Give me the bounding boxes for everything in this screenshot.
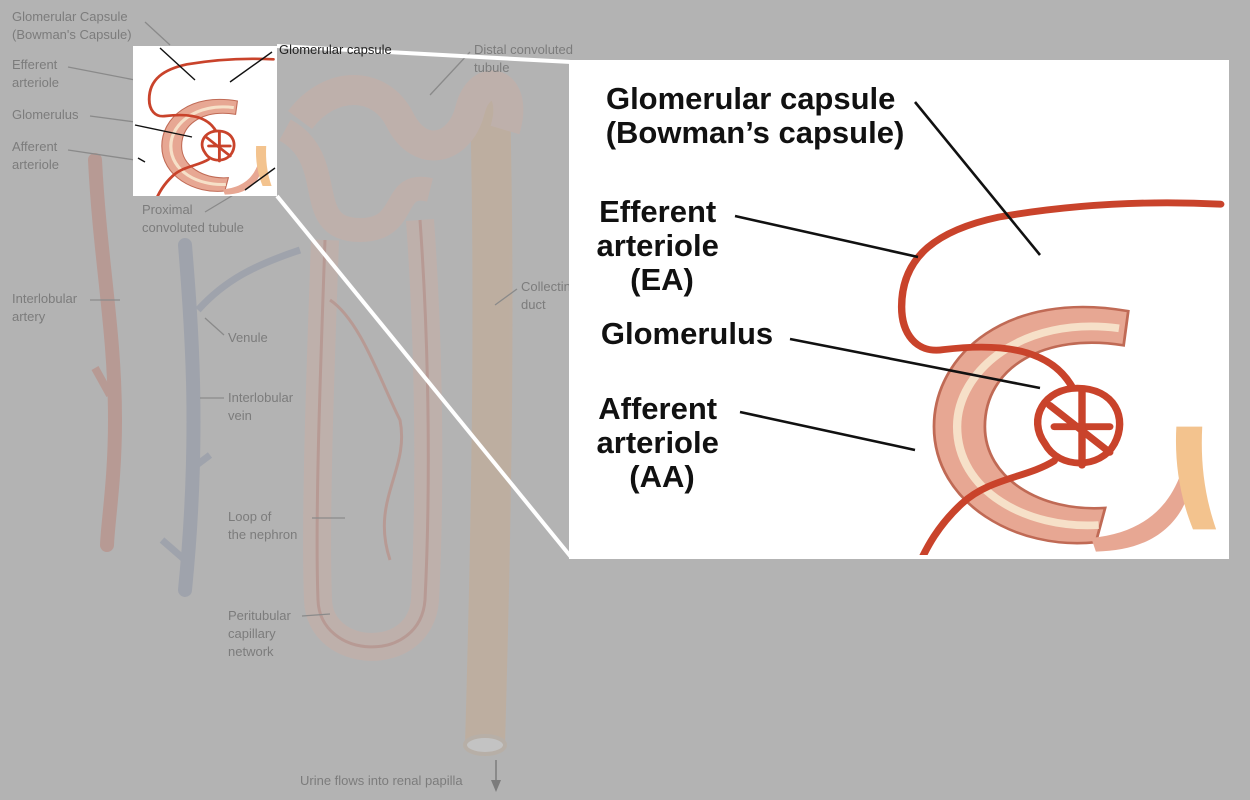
bg-label-glomerulus: Glomerulus <box>12 107 79 122</box>
bg-label-peritubular: Peritubular capillary network <box>228 608 295 659</box>
bg-label-distal: Distal convoluted tubule <box>474 42 577 75</box>
bg-label-venule: Venule <box>228 330 268 345</box>
bg-label-urine: Urine flows into renal papilla <box>300 773 463 788</box>
bg-label-loop: Loop of the nephron <box>228 509 297 542</box>
label-glomerulus: Glomerulus <box>601 316 773 351</box>
small-inset: Glomerular capsule <box>133 42 392 196</box>
bg-label-proximal: Proximal convoluted tubule <box>142 202 244 235</box>
bg-label-efferent: Efferent arteriole <box>12 57 61 90</box>
label-glomerular-capsule: Glomerular capsule (Bowman’s capsule) <box>606 81 905 150</box>
zoom-connector-lines <box>275 44 573 559</box>
bg-label-interlobular-vein: Interlobular vein <box>228 390 297 423</box>
background-nephron <box>88 70 524 756</box>
label-efferent-arteriole: Efferent arteriole (EA) <box>597 194 728 297</box>
bg-label-interlobular-artery: Interlobular artery <box>12 291 81 324</box>
small-inset-label-capsule: Glomerular capsule <box>279 42 392 57</box>
zoom-panel: Glomerular capsule (Bowman’s capsule) Ef… <box>569 60 1229 559</box>
bg-label-afferent: Afferent arteriole <box>12 139 61 172</box>
bg-label-glomerular-capsule: Glomerular Capsule (Bowman's Capsule) <box>12 9 132 42</box>
label-afferent-arteriole: Afferent arteriole (AA) <box>597 391 728 494</box>
bg-label-collecting-duct: Collecting duct <box>521 279 582 312</box>
